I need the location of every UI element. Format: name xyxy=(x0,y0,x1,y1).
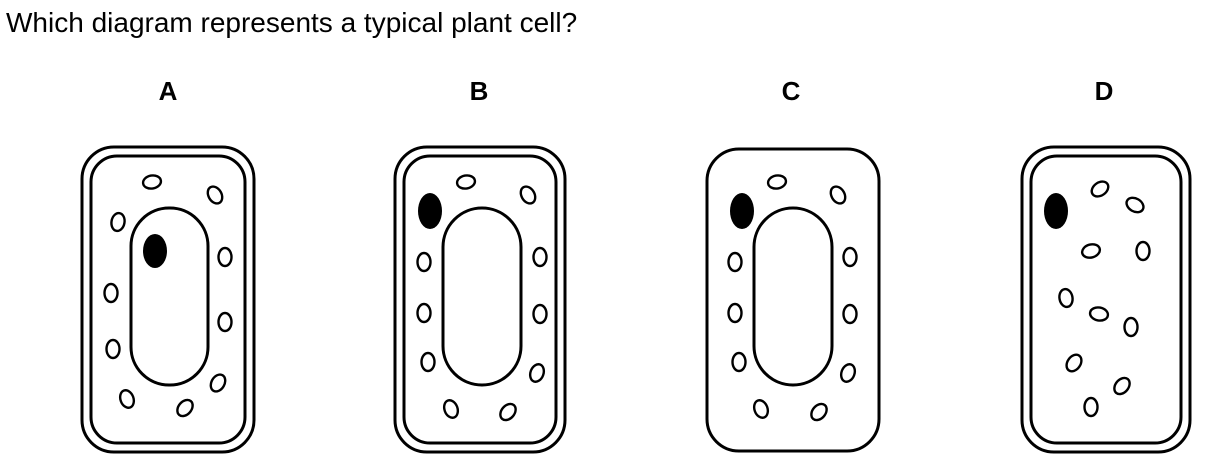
vacuole xyxy=(441,206,523,387)
cell-diagram-d xyxy=(1020,145,1192,454)
option-label-d: D xyxy=(1094,76,1114,106)
vacuole xyxy=(129,206,210,387)
cell-membrane xyxy=(89,154,247,445)
vacuole xyxy=(752,206,834,387)
cell-wall xyxy=(393,145,567,454)
cell-diagram-a xyxy=(80,145,256,454)
cell-diagram-c xyxy=(705,147,881,453)
option-label-a: A xyxy=(158,76,178,106)
option-label-b: B xyxy=(469,76,489,106)
nucleus xyxy=(143,234,167,268)
cell-wall xyxy=(80,145,256,454)
chloroplasts xyxy=(416,174,548,422)
cell-diagram-b xyxy=(393,145,567,454)
nucleus xyxy=(418,193,442,229)
nucleus xyxy=(1044,193,1068,229)
question-text: Which diagram represents a typical plant… xyxy=(6,7,578,38)
cell-membrane xyxy=(705,147,881,453)
cell-membrane xyxy=(402,154,558,445)
chloroplasts xyxy=(103,174,233,418)
nucleus xyxy=(730,193,754,229)
option-label-c: C xyxy=(781,76,801,106)
cell-membrane xyxy=(1029,154,1183,445)
chloroplasts xyxy=(727,174,858,422)
cell-wall xyxy=(1020,145,1192,454)
chloroplasts xyxy=(1058,180,1151,418)
